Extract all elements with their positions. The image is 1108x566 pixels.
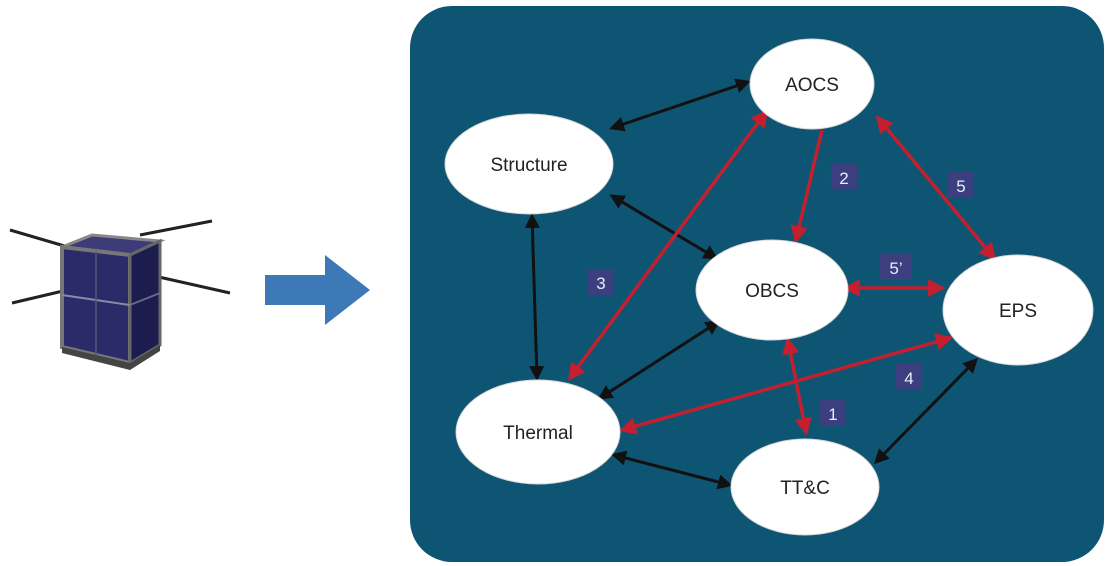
red-links <box>567 109 997 436</box>
node-eps: EPS <box>942 254 1094 366</box>
link-number-4: 4 <box>904 369 913 388</box>
node-obcs: OBCS <box>695 239 849 341</box>
link-number-box-2 <box>831 164 857 190</box>
link-thermal-ttc <box>611 450 733 490</box>
link-number-5p: 5’ <box>889 259 902 278</box>
link-number-box-4 <box>896 364 922 390</box>
link-1-obcs-ttc <box>782 336 812 436</box>
link-number-5: 5 <box>956 177 965 196</box>
node-aocs: AOCS <box>749 38 875 130</box>
link-number-3: 3 <box>596 274 605 293</box>
node-ttc-label: TT&C <box>780 478 830 499</box>
link-number-boxes: 2 5 3 5’ 4 1 <box>588 164 974 426</box>
node-thermal: Thermal <box>455 379 621 485</box>
right-arrow-icon <box>265 255 370 325</box>
node-structure: Structure <box>444 113 614 215</box>
node-structure-label: Structure <box>490 155 567 176</box>
link-ttc-eps <box>873 357 979 465</box>
link-3-thermal-aocs <box>567 109 769 381</box>
link-number-2: 2 <box>839 169 848 188</box>
link-structure-thermal <box>524 213 545 381</box>
node-eps-label: EPS <box>999 301 1037 322</box>
link-number-1: 1 <box>828 405 837 424</box>
link-number-box-1 <box>820 400 846 426</box>
link-number-box-5p <box>880 254 912 280</box>
link-structure-aocs <box>609 78 751 132</box>
node-obcs-label: OBCS <box>745 281 799 302</box>
node-thermal-label: Thermal <box>503 423 573 444</box>
link-number-box-3 <box>588 269 614 295</box>
link-5-aocs-eps <box>875 115 997 261</box>
link-number-box-5 <box>948 172 974 198</box>
cubesat-icon <box>9 219 231 370</box>
node-aocs-label: AOCS <box>785 75 839 96</box>
link-2-aocs-obcs <box>790 129 824 244</box>
link-thermal-obcs <box>597 320 721 400</box>
node-ttc: TT&C <box>730 438 880 536</box>
